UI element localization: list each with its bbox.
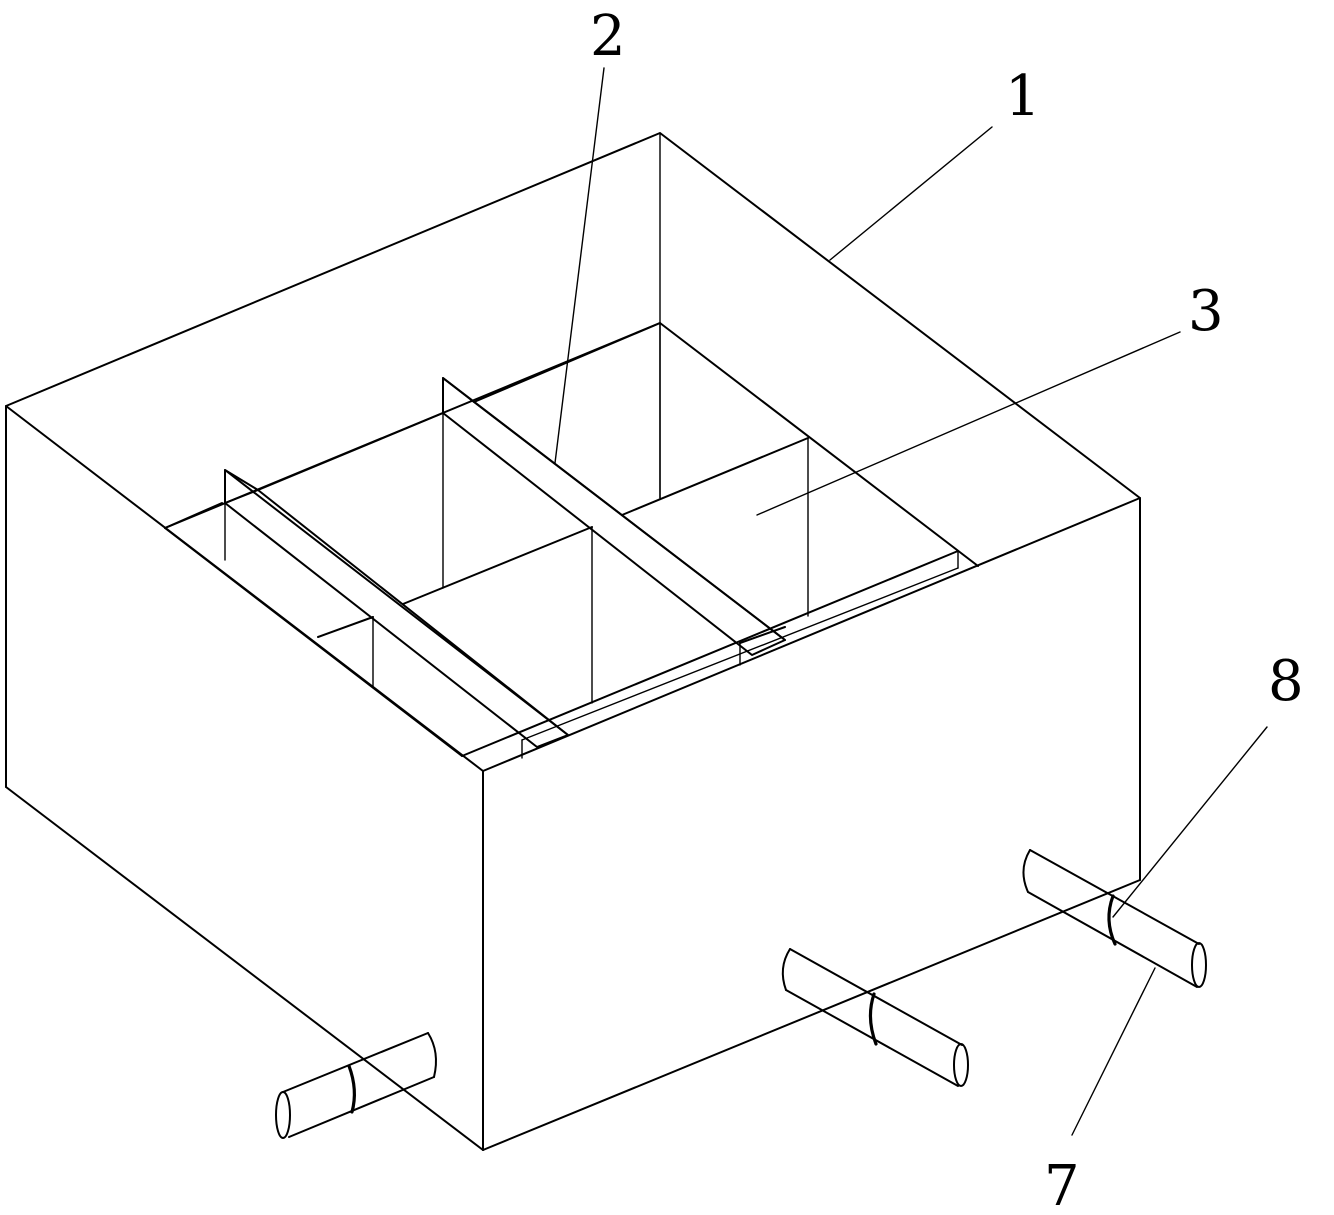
pipe-middle-bottom: [785, 989, 959, 1087]
pipe-right-end: [1191, 942, 1207, 988]
tray-inner-left: [164, 502, 223, 529]
pipe-middle-top: [789, 948, 963, 1046]
leader-1: [829, 126, 993, 261]
pipe-left: [275, 1032, 437, 1139]
label-8: 8: [1268, 649, 1304, 714]
tray-left-side: [164, 527, 463, 757]
label-3: 3: [1188, 279, 1224, 344]
pipe-middle-end: [953, 1043, 969, 1087]
pipe-right-top: [1029, 849, 1200, 945]
box-right-bottom-edge: [482, 879, 1141, 1151]
divider-bar-right: [442, 377, 786, 656]
bar-right-outline: [442, 377, 786, 656]
pipe-middle: [781, 948, 969, 1087]
label-1: 1: [1005, 64, 1041, 129]
outer-box: [5, 132, 1141, 1151]
leader-8: [1112, 726, 1268, 918]
leader-7: [1071, 967, 1156, 1136]
label-2: 2: [590, 4, 626, 69]
partition-3-top: [621, 437, 809, 516]
bar-right-top-edge: [442, 377, 786, 641]
pipe-right-ring: [1107, 894, 1117, 946]
pipe-left-back-end: [427, 1032, 437, 1078]
pipe-left-top: [282, 1032, 429, 1093]
tray-front-edge: [461, 550, 959, 757]
pipe-middle-ring: [868, 992, 878, 1046]
partition-3-front-top: [739, 626, 786, 644]
tray-back-rim: [164, 322, 979, 567]
pipe-left-end: [275, 1091, 291, 1139]
pipe-middle-back-end: [781, 948, 791, 991]
pipe-right-back-end: [1022, 849, 1031, 893]
partition-2-top: [402, 526, 593, 605]
inner-tray: [164, 322, 979, 759]
leader-lines: [554, 67, 1268, 1136]
box-left-bottom-edge: [5, 786, 484, 1151]
pipe-right: [1022, 849, 1207, 988]
box-top-rim: [5, 132, 1141, 772]
label-7: 7: [1044, 1154, 1080, 1215]
leader-3: [756, 331, 1181, 516]
partition-1-top: [317, 616, 374, 638]
leader-2: [554, 67, 605, 464]
pipe-left-bottom: [288, 1076, 435, 1138]
bar-left-outline: [224, 469, 569, 748]
partition-2-back-top: [257, 412, 444, 491]
divider-bar-left: [224, 469, 569, 748]
bar-left-top-edge: [224, 469, 569, 736]
pipe-left-ring: [347, 1064, 356, 1114]
